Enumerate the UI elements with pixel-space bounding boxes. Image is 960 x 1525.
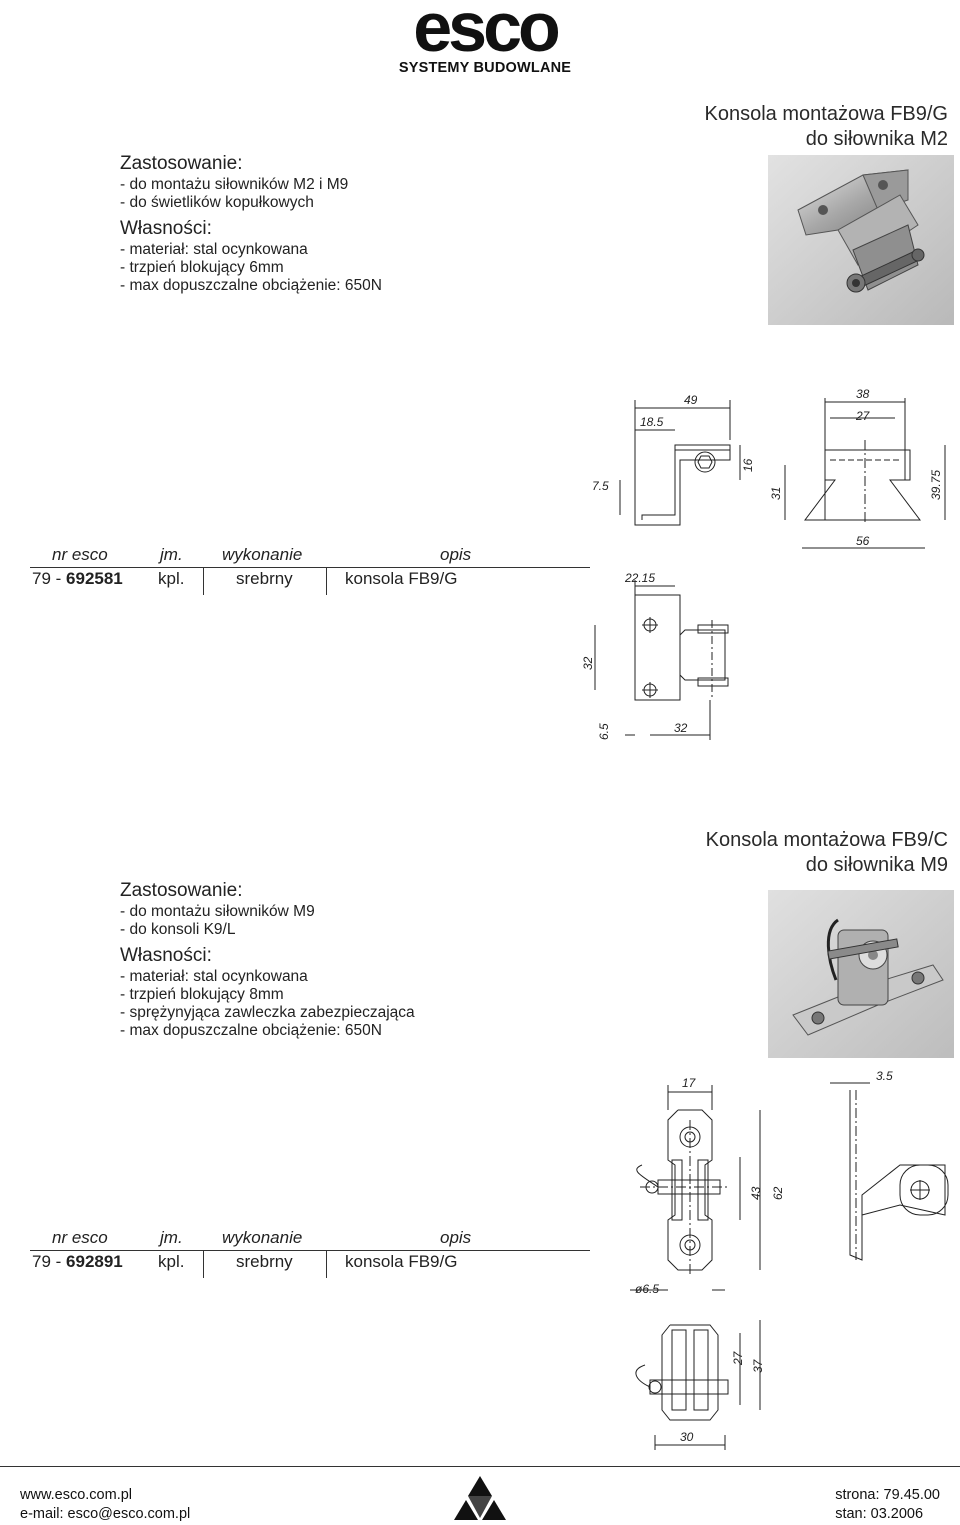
product-1-title: Konsola montażowa FB9/G do siłownika M2: [705, 102, 948, 152]
dim-43: 43: [749, 1186, 763, 1200]
product-2-photo: [768, 890, 954, 1058]
footer-page-info: strona: 79.45.00 stan: 03.2006: [835, 1486, 940, 1524]
table-divider: [30, 567, 590, 568]
table-row-finish: srebrny: [236, 1252, 293, 1271]
dim-32-vertical: 32: [581, 656, 595, 670]
dim-17: 17: [682, 1076, 697, 1090]
dim-7-5: 7.5: [592, 479, 609, 493]
table-column-rule: [203, 567, 204, 595]
dim-37: 37: [751, 1358, 765, 1373]
dim-56: 56: [856, 534, 870, 548]
footer-contact: www.esco.com.pl e-mail: esco@esco.com.pl: [20, 1486, 190, 1524]
table-row-unit: kpl.: [158, 1252, 185, 1271]
esco-triangle-logo-icon: [454, 1476, 506, 1520]
product-1-technical-drawing: 49 18.5 7.5 16 38 27 31 39.75 56 22.15 3…: [581, 387, 946, 740]
product-2-order-table: nr esco jm. wykonanie opis 79 - 692891 k…: [30, 1228, 590, 1280]
code-number: 692891: [66, 1252, 123, 1271]
footer-page-number: strona: 79.45.00: [835, 1487, 940, 1503]
code-prefix: 79 -: [32, 569, 67, 588]
table-row-description: konsola FB9/G: [345, 569, 458, 588]
dim-62: 62: [771, 1186, 785, 1200]
col-header-code: nr esco: [52, 545, 108, 564]
product-1-photo: [768, 155, 954, 325]
brand-tagline: SYSTEMY BUDOWLANE: [398, 60, 572, 76]
col-header-finish: wykonanie: [222, 545, 303, 564]
product-1-title-line2: do siłownika M2: [805, 128, 948, 150]
dim-49: 49: [684, 393, 698, 407]
table-row-unit: kpl.: [158, 569, 185, 588]
product-2-title: Konsola montażowa FB9/C do siłownika M9: [706, 828, 948, 878]
application-item: - do konsoli K9/L: [120, 921, 236, 938]
property-item: - materiał: stal ocynkowana: [120, 968, 308, 985]
table-column-rule: [326, 1250, 327, 1278]
product-1-order-table: nr esco jm. wykonanie opis 79 - 692581 k…: [30, 545, 590, 597]
code-prefix: 79 -: [32, 1252, 67, 1271]
col-header-description: opis: [440, 1228, 472, 1247]
dim-32-horizontal: 32: [674, 721, 688, 735]
application-item: - do świetlików kopułkowych: [120, 194, 314, 211]
col-header-unit: jm.: [160, 545, 183, 564]
table-row-code: 79 - 692581: [32, 569, 123, 589]
col-header-code: nr esco: [52, 1228, 108, 1247]
footer-email-link[interactable]: e-mail: esco@esco.com.pl: [20, 1506, 191, 1522]
dim-38: 38: [856, 387, 870, 401]
col-header-finish: wykonanie: [222, 1228, 303, 1247]
dim-27: 27: [731, 1350, 745, 1366]
footer-website-link[interactable]: www.esco.com.pl: [20, 1487, 133, 1503]
application-heading: Zastosowanie:: [120, 880, 243, 901]
dim-31: 31: [769, 487, 783, 500]
application-heading: Zastosowanie:: [120, 153, 243, 174]
table-column-rule: [203, 1250, 204, 1278]
property-item: - sprężynyjąca zawleczka zabezpieczająca: [120, 1004, 415, 1021]
dim-16: 16: [741, 458, 755, 472]
dim-18-5: 18.5: [640, 415, 664, 429]
product-2-title-line1: Konsola montażowa FB9/C: [705, 829, 948, 851]
code-number: 692581: [66, 569, 123, 588]
dim-27: 27: [855, 409, 871, 423]
table-row-description: konsola FB9/G: [345, 1252, 458, 1271]
table-row-code: 79 - 692891: [32, 1252, 123, 1272]
dim-39-75: 39.75: [929, 470, 943, 500]
properties-heading: Własności:: [120, 945, 212, 966]
dim-6-5-diameter: ø6.5: [635, 1282, 659, 1296]
table-row-finish: srebrny: [236, 569, 293, 588]
application-item: - do montażu siłowników M2 i M9: [120, 176, 349, 193]
product-2-description: Zastosowanie: - do montażu siłowników M9…: [120, 880, 560, 1040]
footer-divider: [0, 1466, 960, 1467]
col-header-description: opis: [440, 545, 472, 564]
table-column-rule: [326, 567, 327, 595]
property-item: - materiał: stal ocynkowana: [120, 241, 308, 258]
dim-30: 30: [680, 1430, 694, 1444]
product-1-description: Zastosowanie: - do montażu siłowników M2…: [120, 153, 560, 295]
property-item: - max dopuszczalne obciążenie: 650N: [120, 1022, 382, 1039]
property-item: - trzpień blokujący 8mm: [120, 986, 284, 1003]
property-item: - max dopuszczalne obciążenie: 650N: [120, 277, 382, 294]
col-header-unit: jm.: [160, 1228, 183, 1247]
dim-6-5: 6.5: [597, 723, 611, 740]
table-divider: [30, 1250, 590, 1251]
property-item: - trzpień blokujący 6mm: [120, 259, 284, 276]
brand-logo: esco: [413, 0, 561, 66]
product-1-title-line1: Konsola montażowa FB9/G: [704, 103, 948, 125]
product-2-technical-drawing: 17 3.5 43 62 ø6.5 27 37 30: [630, 1069, 949, 1450]
properties-heading: Własności:: [120, 218, 212, 239]
footer-status-date: stan: 03.2006: [835, 1506, 924, 1522]
dim-22-15: 22.15: [624, 571, 655, 585]
dim-3-5: 3.5: [876, 1069, 893, 1083]
product-2-title-line2: do siłownika M9: [805, 854, 948, 876]
application-item: - do montażu siłowników M9: [120, 903, 315, 920]
